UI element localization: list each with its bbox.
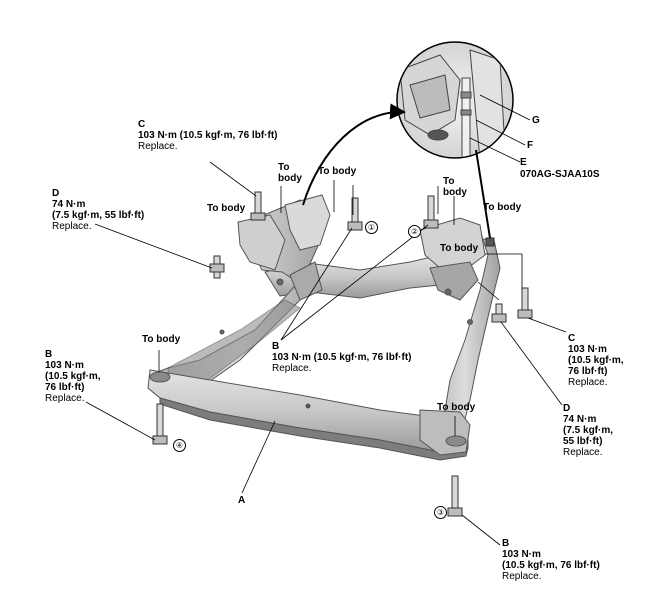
callout-b-center: B 103 N·m (10.5 kgf·m, 76 lbf·ft) Replac… xyxy=(272,341,412,374)
to-body-label-8: To body xyxy=(437,402,476,413)
to-body-label-2: To body xyxy=(318,166,357,177)
to-body-label-4: To body xyxy=(443,176,467,198)
bolt-c-top xyxy=(250,191,266,221)
subframe-a xyxy=(147,194,501,461)
callout-c-top: C 103 N·m (10.5 kgf·m, 76 lbf·ft) Replac… xyxy=(138,119,278,152)
tool-code-label: 070AG-SJAA10S xyxy=(520,169,600,180)
bolt-1 xyxy=(347,197,363,231)
detail-link-right xyxy=(475,149,491,239)
bolt-right-small xyxy=(485,237,495,247)
to-body-label-5: To body xyxy=(483,202,522,213)
to-body-label-6: To body xyxy=(440,243,479,254)
marker-1: ① xyxy=(365,221,378,234)
detail-view xyxy=(396,41,514,159)
callout-b-left: B 103 N·m (10.5 kgf·m, 76 lbf·ft) Replac… xyxy=(45,349,101,404)
bolt-3 xyxy=(447,475,463,517)
bolt-d-right xyxy=(491,303,507,323)
marker-2: ② xyxy=(408,225,421,238)
to-body-label-1: To body xyxy=(278,162,302,184)
leader-lines xyxy=(85,94,567,546)
bolt-c-right xyxy=(517,287,533,319)
detail-g-label: G xyxy=(532,115,540,126)
callout-d-right: D 74 N·m (7.5 kgf·m, 55 lbf·ft) Replace. xyxy=(563,403,614,458)
bolt-4 xyxy=(152,403,168,445)
callout-d-left: D 74 N·m (7.5 kgf·m, 55 lbf·ft) Replace. xyxy=(52,188,145,232)
to-body-label-7: To body xyxy=(142,334,181,345)
bolt-d-left xyxy=(209,255,225,279)
part-a-label: A xyxy=(238,495,246,506)
bolt-2 xyxy=(423,195,439,229)
callout-c-right: C 103 N·m (10.5 kgf·m, 76 lbf·ft) Replac… xyxy=(568,333,624,388)
bolts xyxy=(152,191,533,517)
to-body-label-3: To body xyxy=(207,203,246,214)
detail-e-label: E xyxy=(520,157,527,168)
marker-3: ③ xyxy=(434,506,447,519)
detail-f-label: F xyxy=(527,140,534,151)
callout-b-bottom: B 103 N·m (10.5 kgf·m, 76 lbf·ft) Replac… xyxy=(502,538,600,582)
detail-arrow xyxy=(302,103,406,206)
marker-4: ④ xyxy=(173,439,186,452)
